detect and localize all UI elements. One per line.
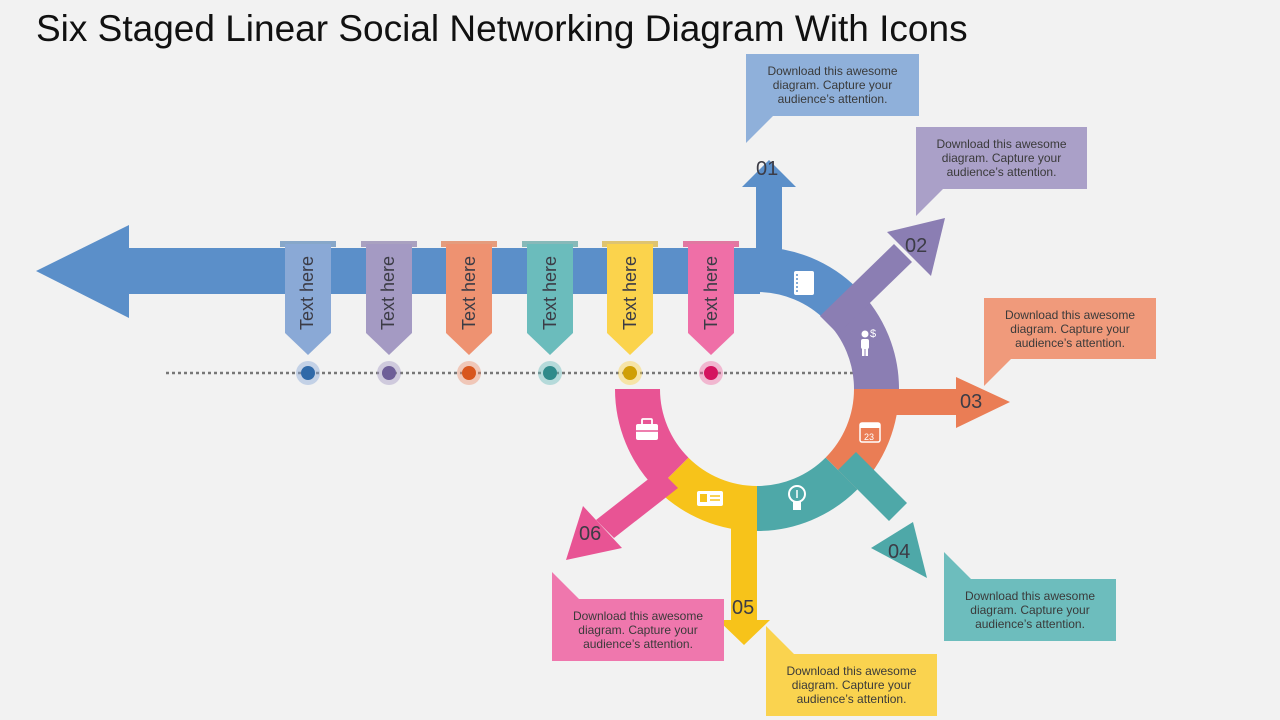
timeline-dot-6 <box>704 366 718 380</box>
ring-segment-4 <box>757 457 858 531</box>
timeline-dot-5 <box>623 366 637 380</box>
callout-tail-05 <box>766 626 795 655</box>
timeline-dot-1 <box>301 366 315 380</box>
callout-01: Download this awesome diagram. Capture y… <box>746 54 919 116</box>
stage-number-05: 05 <box>732 597 755 619</box>
callout-tail-03 <box>984 358 1012 386</box>
callout-05: Download this awesome diagram. Capture y… <box>766 654 937 716</box>
timeline-dot-4 <box>543 366 557 380</box>
ribbon-tab-1 <box>285 244 331 355</box>
tab-label-5: Text here <box>620 255 640 331</box>
ribbon-tab-6 <box>688 244 734 355</box>
tab-label-6: Text here <box>701 255 721 331</box>
briefcase-icon <box>636 418 658 440</box>
callout-tail-01 <box>746 115 774 143</box>
callout-02: Download this awesome diagram. Capture y… <box>916 127 1087 189</box>
callout-tail-04 <box>944 552 972 580</box>
stage-arrow-01 <box>742 160 796 250</box>
ribbon-tabs <box>280 241 739 355</box>
tab-label-2: Text here <box>378 255 398 331</box>
callout-tail-02 <box>916 188 944 216</box>
stage-arrow-04 <box>838 452 927 578</box>
stage-number-03: 03 <box>960 391 983 413</box>
callout-06: Download this awesome diagram. Capture y… <box>552 599 724 661</box>
notebook-icon <box>794 271 814 295</box>
businessman-dollar-icon: $ <box>861 328 876 356</box>
ribbon-tab-5 <box>607 244 653 355</box>
id-card-icon <box>697 491 723 506</box>
stage-arrow-06 <box>566 470 678 560</box>
calendar-icon: 23 <box>859 422 881 443</box>
ribbon-tab-3 <box>446 244 492 355</box>
callout-03: Download this awesome diagram. Capture y… <box>984 298 1156 359</box>
stage-number-04: 04 <box>888 541 911 563</box>
svg-text:23: 23 <box>864 432 874 442</box>
tab-label-3: Text here <box>459 255 479 331</box>
timeline-dots <box>296 361 723 385</box>
stage-arrow-05 <box>718 500 770 645</box>
ribbon-tab-4 <box>527 244 573 355</box>
stage-number-01: 01 <box>756 158 779 180</box>
tab-label-4: Text here <box>540 255 560 331</box>
stage-number-06: 06 <box>579 523 602 545</box>
stage-arrow-03 <box>858 377 1010 428</box>
callout-04: Download this awesome diagram. Capture y… <box>944 579 1116 641</box>
callout-tail-06 <box>552 572 580 600</box>
svg-text:$: $ <box>870 328 876 340</box>
main-arrow <box>36 225 760 318</box>
ribbon-tab-2 <box>366 244 412 355</box>
tab-label-1: Text here <box>297 255 317 331</box>
page-title: Six Staged Linear Social Networking Diag… <box>36 8 968 49</box>
stage-arrow-02 <box>820 218 945 334</box>
stage-number-02: 02 <box>905 235 928 257</box>
timeline-dot-2 <box>382 366 396 380</box>
timeline-dot-3 <box>462 366 476 380</box>
lightbulb-icon <box>788 485 806 510</box>
